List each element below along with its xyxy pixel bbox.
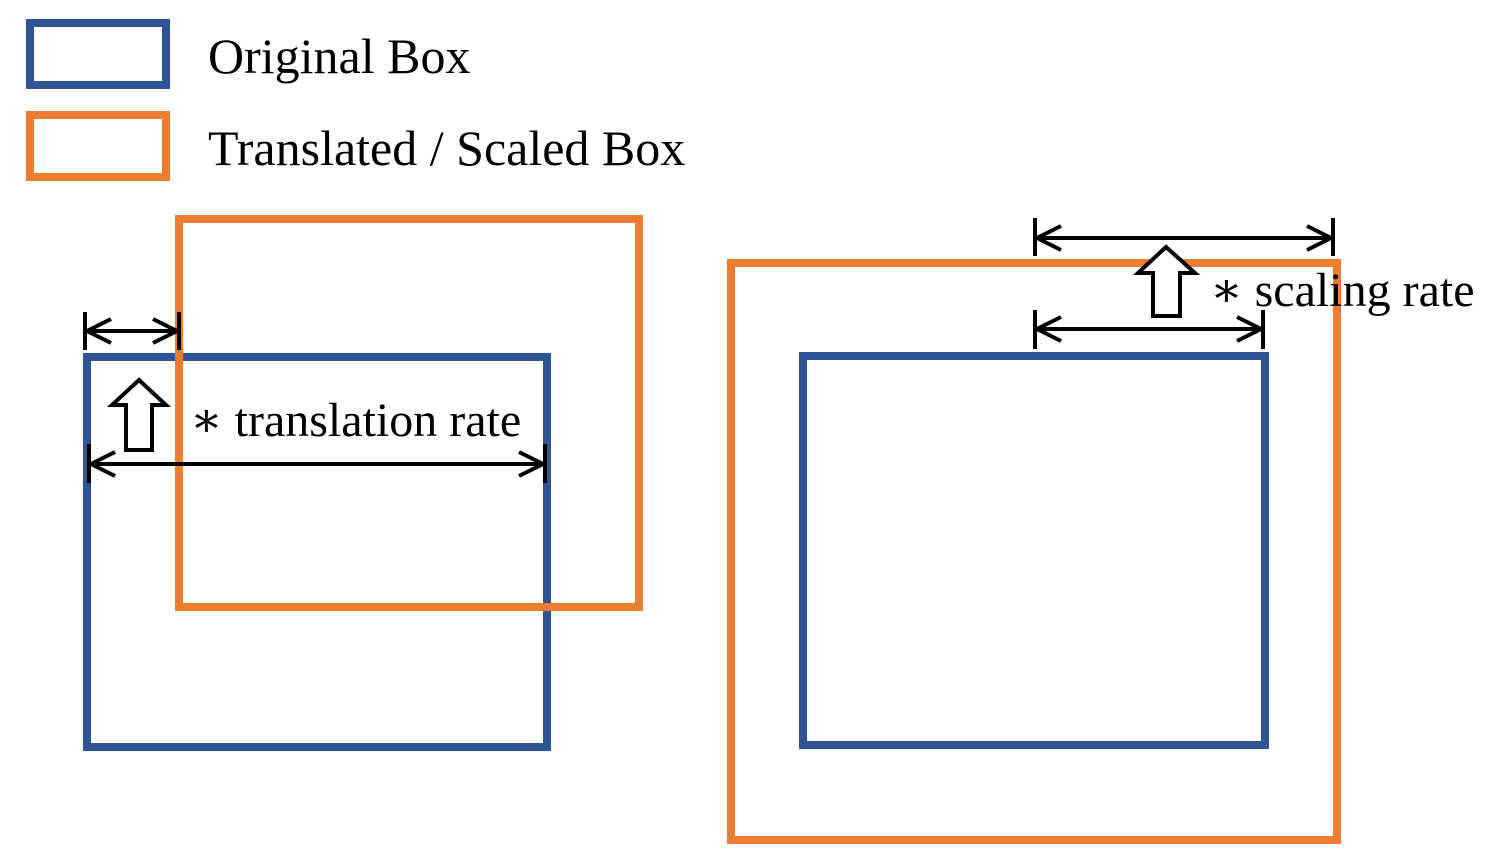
translation-rate-label: ∗ translation rate xyxy=(190,394,521,447)
translation-offset-dimension-icon xyxy=(83,312,181,350)
legend-label-transformed: Translated / Scaled Box xyxy=(208,120,685,176)
legend-item-transformed: Translated / Scaled Box xyxy=(26,111,685,181)
legend-label-original: Original Box xyxy=(208,28,470,84)
legend-swatch-transformed xyxy=(26,111,170,181)
scaling-up-arrow-icon xyxy=(1132,244,1201,318)
original-width-dimension-scaling-icon xyxy=(1033,310,1265,349)
original-box xyxy=(83,353,551,751)
legend-item-original: Original Box xyxy=(26,19,470,89)
translation-panel: ∗ translation rate xyxy=(83,215,643,751)
scaling-rate-label: ∗ scaling rate xyxy=(1210,264,1475,317)
legend-swatch-original xyxy=(26,19,170,89)
original-box-scaling xyxy=(799,352,1269,749)
legend: Original Box Translated / Scaled Box xyxy=(26,19,685,181)
original-width-dimension-icon xyxy=(87,444,547,483)
translation-up-arrow-icon xyxy=(106,377,172,452)
translated-box xyxy=(175,215,643,611)
scaled-box xyxy=(727,259,1341,844)
scaling-panel: ∗ scaling rate xyxy=(727,218,1475,844)
scaled-width-dimension-icon xyxy=(1033,218,1335,256)
